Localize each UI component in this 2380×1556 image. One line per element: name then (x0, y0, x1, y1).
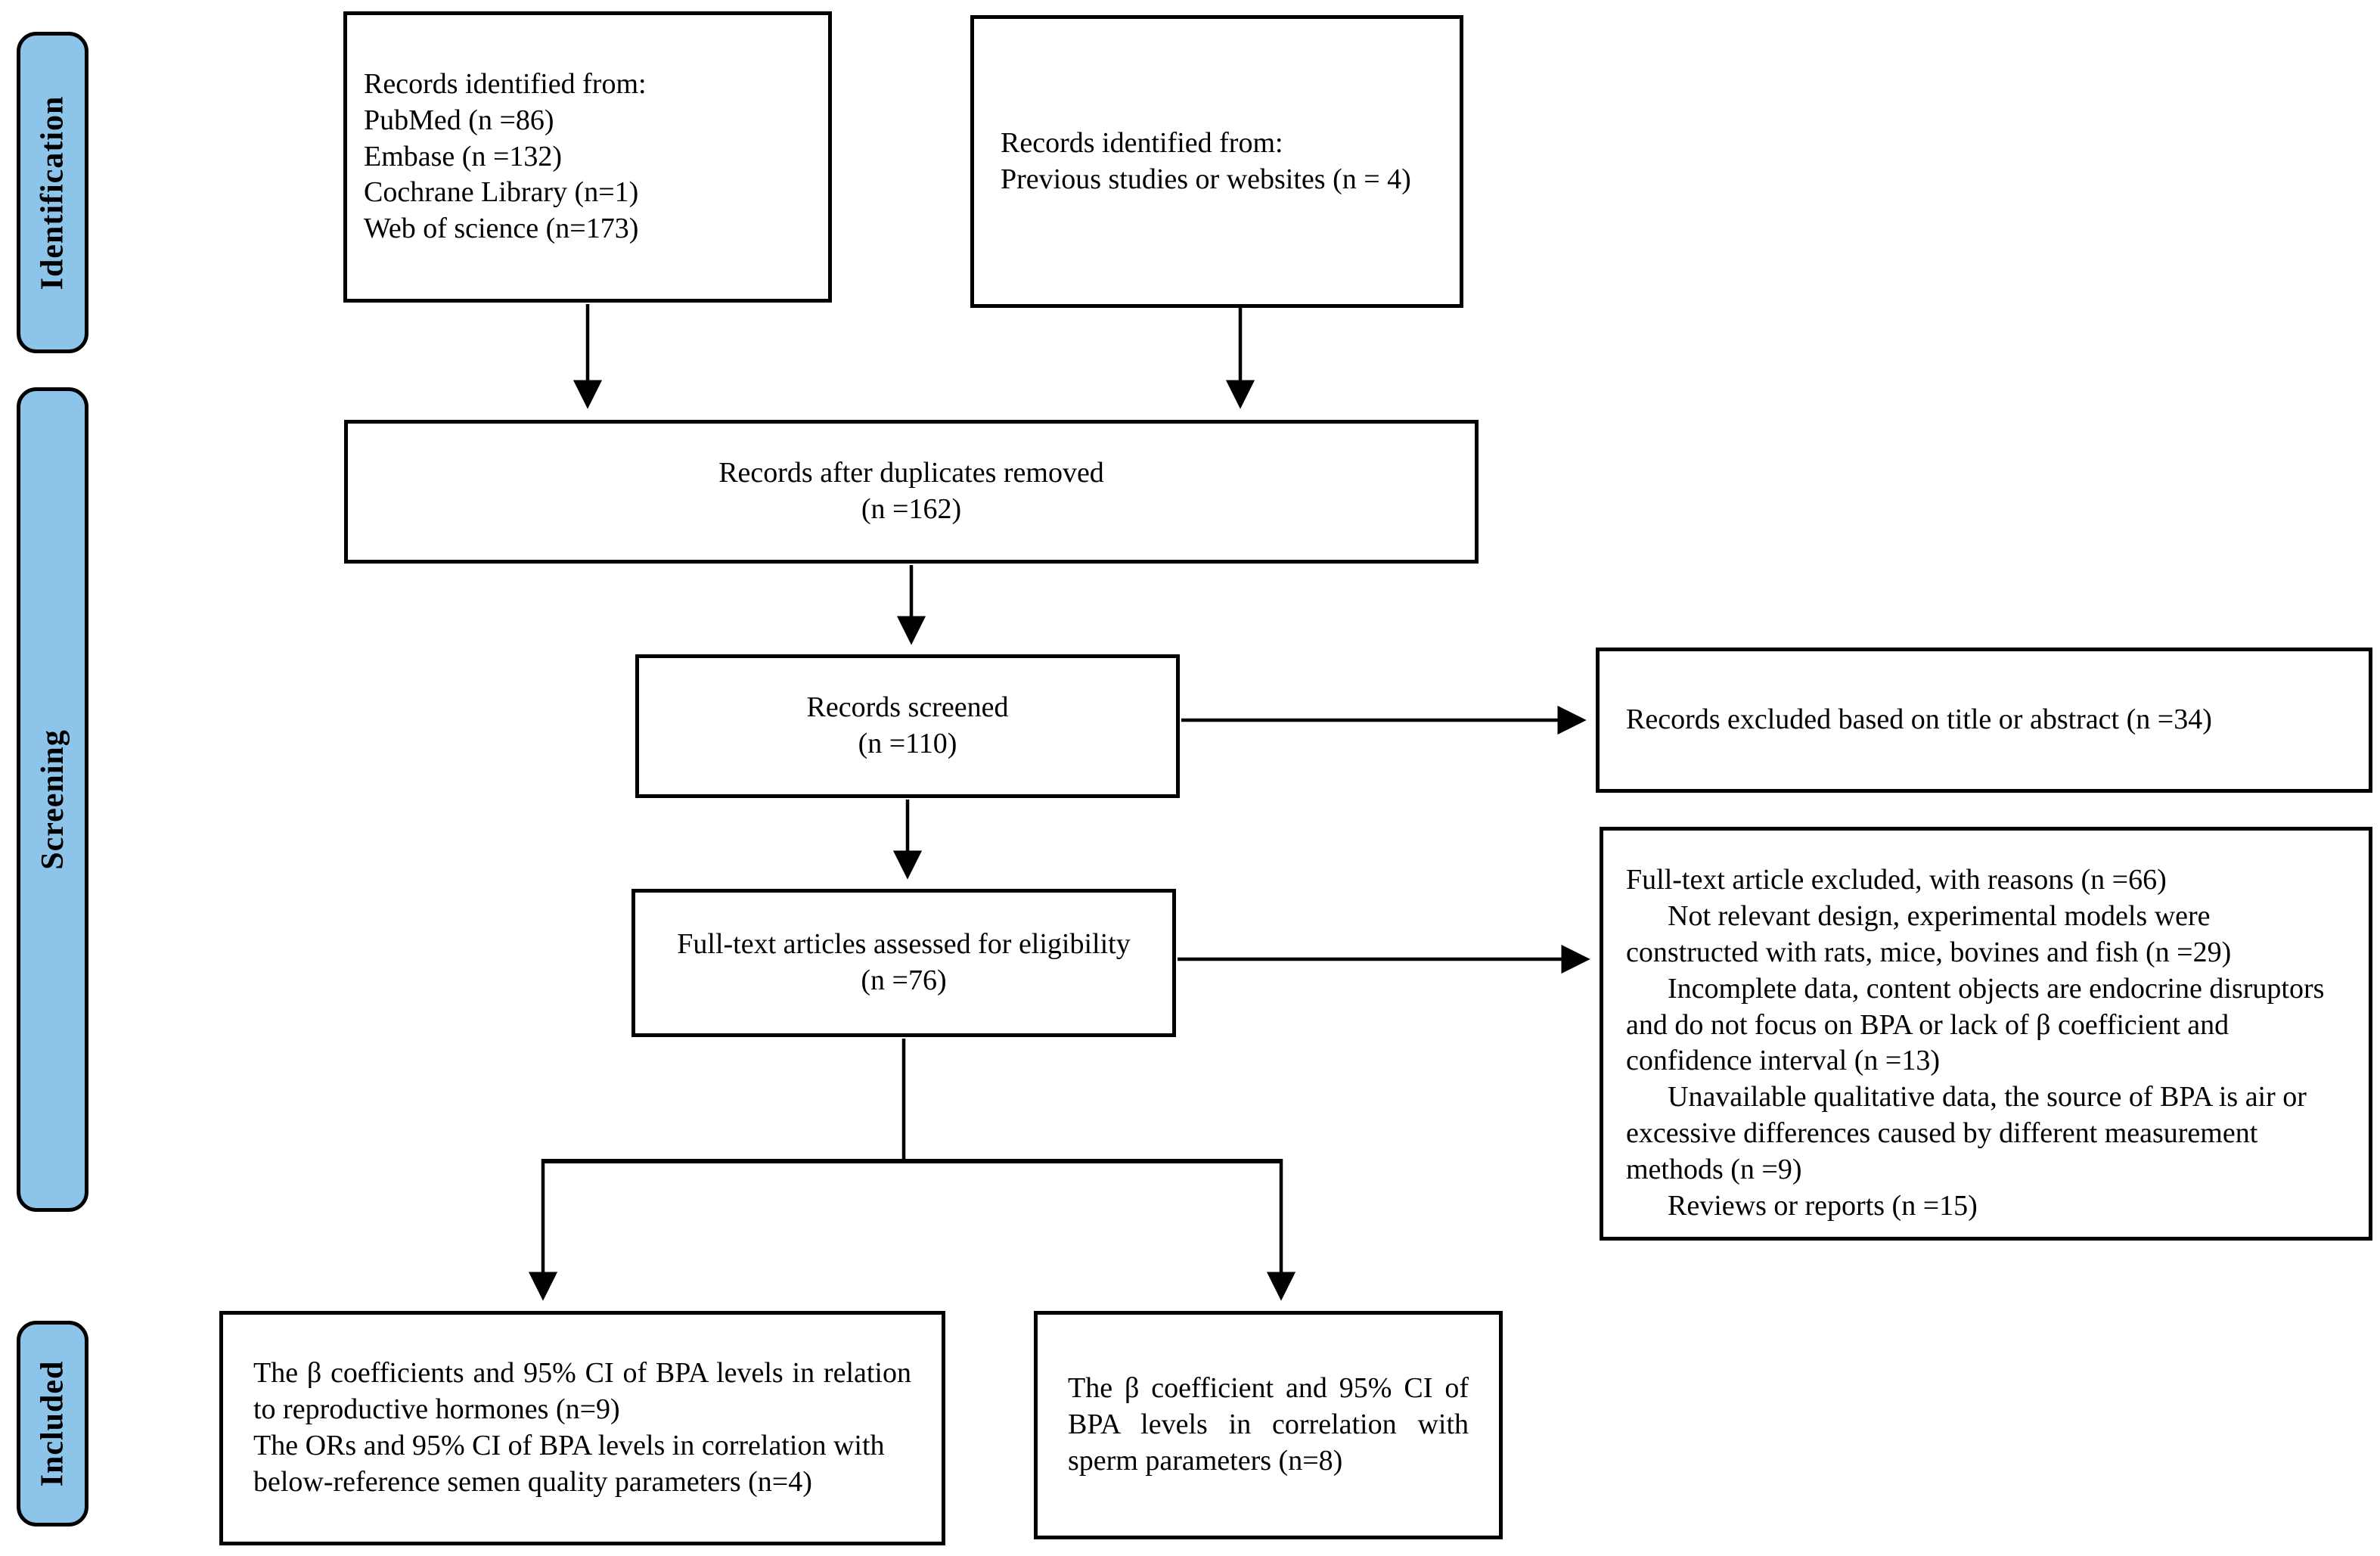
box-included-hormones: The β coefficients and 95% CI of BPA lev… (219, 1311, 945, 1545)
box-text-line: (n =162) (861, 493, 962, 525)
included-summary: The β coefficient and 95% CI of BPA leve… (1068, 1372, 1469, 1477)
stage-label-identification: Identification (35, 95, 70, 290)
box-text-line: Cochrane Library (n=1) (364, 176, 639, 209)
stage-label-included: Included (35, 1360, 70, 1487)
exclusion-reason: Incomplete data, content objects are end… (1626, 972, 2325, 1077)
exclusion-reason: Not relevant design, experimental models… (1626, 899, 2232, 968)
box-records-identified-databases: Records identified from: PubMed (n =86) … (343, 11, 832, 303)
box-text-line: PubMed (n =86) (364, 104, 554, 136)
stage-label-screening: Screening (35, 729, 70, 870)
stage-bar-included: Included (17, 1321, 88, 1526)
box-text-line: Embase (n =132) (364, 140, 563, 172)
stage-bar-identification: Identification (17, 32, 88, 353)
box-fulltext-assessed: Full-text articles assessed for eligibil… (631, 889, 1176, 1037)
exclusion-reason: Reviews or reports (n =15) (1668, 1189, 1978, 1222)
box-duplicates-removed: Records after duplicates removed (n =162… (344, 420, 1479, 564)
box-records-screened: Records screened (n =110) (635, 654, 1180, 798)
box-records-identified-other: Records identified from: Previous studie… (970, 15, 1463, 308)
box-text-line: Previous studies or websites (n = 4) (1001, 163, 1411, 195)
box-text-line: Records excluded based on title or abstr… (1626, 703, 2212, 736)
box-text-line: Records identified from: (1001, 126, 1283, 159)
exclusion-reason: Unavailable qualitative data, the source… (1626, 1081, 2307, 1185)
box-text-line: Web of science (n=173) (364, 213, 639, 245)
box-text-line: Records identified from: (364, 67, 647, 100)
box-excluded-title-abstract: Records excluded based on title or abstr… (1596, 648, 2372, 793)
box-included-sperm: The β coefficient and 95% CI of BPA leve… (1034, 1311, 1503, 1539)
exclusion-reason: Full-text article excluded, with reasons… (1626, 864, 2167, 896)
box-text-line: Records after duplicates removed (718, 457, 1104, 489)
included-summary: The ORs and 95% CI of BPA levels in corr… (253, 1430, 885, 1498)
stage-bar-screening: Screening (17, 387, 88, 1212)
box-text-line: Records screened (806, 691, 1009, 724)
box-text-line: (n =110) (858, 728, 957, 759)
box-text-line: (n =76) (861, 964, 947, 996)
box-text-line: Full-text articles assessed for eligibil… (677, 928, 1131, 961)
box-fulltext-excluded: Full-text article excluded, with reasons… (1600, 827, 2372, 1241)
included-summary: The β coefficients and 95% CI of BPA lev… (253, 1357, 911, 1426)
